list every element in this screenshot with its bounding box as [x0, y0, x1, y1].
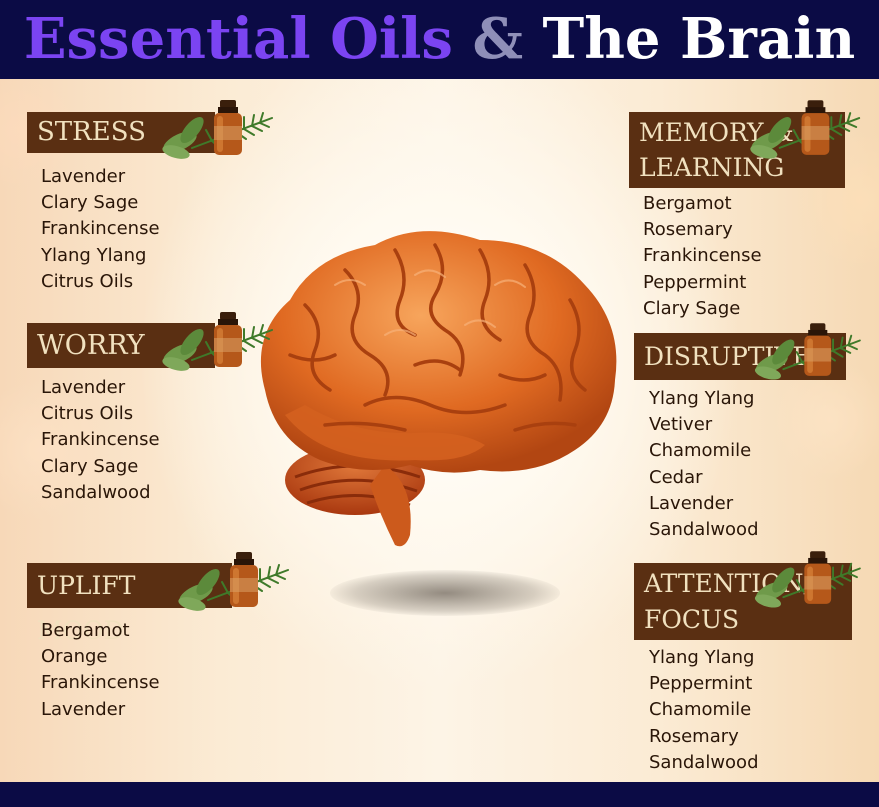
brain-illustration — [245, 215, 625, 615]
list-item: Clary Sage — [643, 297, 741, 319]
oil-bottle-and-herb-icon — [751, 550, 861, 610]
list-item: Frankincense — [643, 245, 762, 267]
list-item: Orange — [41, 646, 108, 668]
stress-label-text: STRESS — [37, 117, 146, 147]
list-item: Lavender — [41, 377, 126, 398]
worry-label-text: WORRY — [37, 330, 145, 361]
title-part-essential-oils: Essential Oils — [23, 6, 453, 72]
oil-bottle-and-herb-icon — [747, 99, 861, 160]
list-item: Bergamot — [643, 193, 732, 214]
list-item: Citrus Oils — [41, 403, 134, 425]
list-item: Clary Sage — [41, 192, 139, 214]
uplift-label-text: UPLIFT MOOD — [37, 571, 136, 645]
uplift-mood-oil-list: Bergamot Orange Frankincense Lavender — [41, 618, 160, 723]
list-item: Peppermint — [643, 271, 747, 293]
disruptive-oil-list: Ylang Ylang Vetiver Chamomile Cedar Lave… — [649, 386, 759, 543]
memory-label-line2: LEARNING — [639, 153, 785, 182]
header-banner: Essential Oils & The Brain — [0, 0, 879, 79]
oil-bottle-and-herb-icon — [159, 99, 273, 160]
title-part-the-brain: The Brain — [542, 6, 856, 72]
list-item: Citrus Oils — [41, 270, 134, 292]
list-item: Vetiver — [649, 414, 713, 436]
list-item: Bergamot — [41, 620, 130, 641]
list-item: Ylang Ylang — [41, 244, 147, 266]
memory-learning-oil-list: Bergamot Rosemary Frankincense Peppermin… — [643, 191, 762, 322]
list-item: Ylang Ylang — [649, 647, 755, 668]
list-item: Sandalwood — [649, 751, 759, 773]
list-item: Peppermint — [649, 673, 753, 695]
list-item: Frankincense — [41, 672, 160, 694]
list-item: Lavender — [649, 492, 734, 514]
list-item: Chamomile — [649, 699, 752, 721]
attention-label-line2: FOCUS — [644, 605, 740, 634]
list-item: Rosemary — [649, 725, 739, 747]
oil-bottle-and-herb-icon — [751, 322, 861, 382]
page-title: Essential Oils & The Brain — [0, 0, 879, 79]
title-ampersand: & — [472, 6, 524, 72]
list-item: Rosemary — [643, 219, 733, 241]
list-item: Cedar — [649, 466, 703, 488]
section-label-memory-learning: MEMORY & LEARNING — [629, 112, 845, 188]
list-item: Ylang Ylang — [649, 388, 755, 409]
list-item: Chamomile — [649, 440, 752, 462]
list-item: Lavender — [41, 698, 126, 720]
list-item: Clary Sage — [41, 455, 139, 477]
brain-shadow — [330, 570, 560, 616]
list-item: Sandalwood — [41, 481, 151, 503]
list-item: Lavender — [41, 166, 126, 187]
oil-bottle-and-herb-icon — [175, 551, 289, 612]
worry-oil-list: Lavender Citrus Oils Frankincense Clary … — [41, 375, 160, 506]
oil-bottle-and-herb-icon — [159, 311, 273, 372]
list-item: Sandalwood — [649, 519, 759, 541]
list-item: Frankincense — [41, 429, 160, 451]
list-item: Frankincense — [41, 218, 160, 240]
stress-oil-list: Lavender Clary Sage Frankincense Ylang Y… — [41, 164, 160, 295]
attention-focus-oil-list: Ylang Ylang Peppermint Chamomile Rosemar… — [649, 645, 759, 776]
footer-bar — [0, 782, 879, 807]
